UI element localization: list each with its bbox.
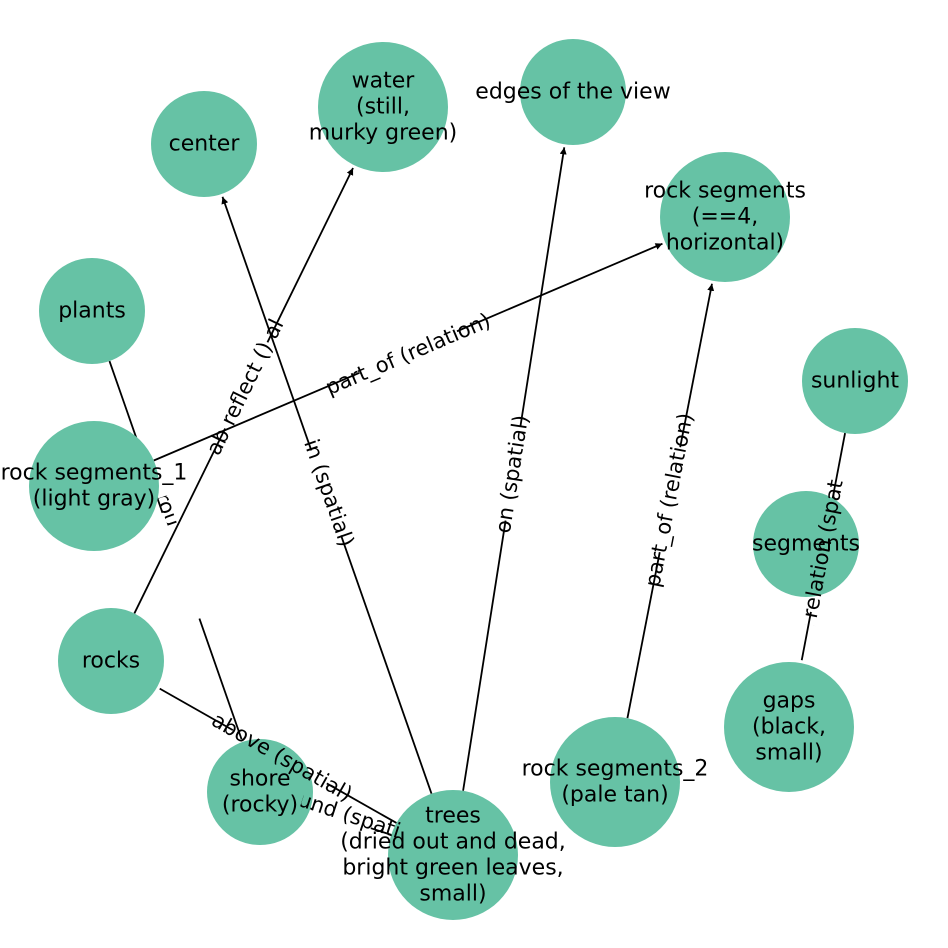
node-circle-edges xyxy=(520,39,626,145)
node-circle-rockseg2 xyxy=(550,717,680,847)
node-label-segments-line-0: segments xyxy=(752,532,860,557)
node-label-shore-line-0: shore xyxy=(230,767,291,792)
edge-rockseg2-rockseg-segment-start xyxy=(626,552,661,719)
node-label-sunlight-line-0: sunlight xyxy=(811,369,899,394)
node-circle-segments xyxy=(753,491,859,597)
edge-trees-shore-segment-start xyxy=(370,827,392,836)
edge-trees-rocks-segment-start xyxy=(326,782,397,824)
node-label-edges-line-0: edges of the view xyxy=(475,80,670,105)
node-label-gaps-line-1: (black, xyxy=(752,715,826,740)
node-label-rockseg2-line-0: rock segments_2 xyxy=(522,757,709,782)
node-label-rockseg1-line-0: rock segments_1 xyxy=(1,461,188,486)
node-label-water-line-0: water xyxy=(352,69,416,94)
node-circle-trees xyxy=(388,790,518,920)
node-trees: trees(dried out and dead,bright green le… xyxy=(340,790,566,920)
node-label-center-line-0: center xyxy=(169,132,241,157)
node-label-rockseg-line-0: rock segments xyxy=(644,179,806,204)
edge-trees-edges-segment-start xyxy=(462,520,507,791)
node-segments: segments xyxy=(752,491,860,597)
edge-plants-shore-segment-end xyxy=(198,618,243,740)
edge-trees-rocks-segment-end xyxy=(159,687,234,731)
node-circle-sunlight xyxy=(802,328,908,434)
edge-label-rocks-water: ab reflect () al xyxy=(202,315,289,459)
edges-layer xyxy=(108,147,846,836)
node-circle-rocks xyxy=(58,608,164,714)
node-circle-gaps xyxy=(724,662,854,792)
node-label-trees-line-0: trees xyxy=(425,804,481,829)
node-label-plants-line-0: plants xyxy=(58,299,126,324)
node-label-water-line-2: murky green) xyxy=(309,121,458,146)
node-shore: shore(rocky) xyxy=(207,739,313,845)
node-edges: edges of the view xyxy=(475,39,671,145)
node-circle-center xyxy=(151,91,257,197)
edge-sunlight-gaps-segment-start xyxy=(831,432,846,500)
node-gaps: gaps(black,small) xyxy=(724,662,854,792)
node-label-rockseg-line-1: (==4, xyxy=(692,205,758,230)
node-label-rockseg-line-2: horizontal) xyxy=(666,231,784,256)
node-label-gaps-line-0: gaps xyxy=(763,689,816,714)
node-label-trees-line-1: (dried out and dead, xyxy=(340,830,566,855)
node-rockseg2: rock segments_2(pale tan) xyxy=(522,717,709,847)
node-rockseg1: rock segments_1(light gray) xyxy=(1,421,188,551)
edge-trees-center-segment-end xyxy=(221,196,313,451)
edge-label-rockseg2-rockseg: part_of (relation) xyxy=(640,411,698,589)
node-center: center xyxy=(151,91,257,197)
node-circle-rockseg xyxy=(660,152,790,282)
node-label-water-line-1: (still, xyxy=(356,95,410,120)
node-rockseg: rock segments(==4,horizontal) xyxy=(644,152,806,282)
edge-rockseg1-rockseg-segment-end xyxy=(456,242,663,333)
node-sunlight: sunlight xyxy=(802,328,908,434)
node-label-gaps-line-2: small) xyxy=(755,741,822,766)
node-label-trees-line-2: bright green leaves, xyxy=(342,856,563,881)
node-circle-plants xyxy=(39,258,145,364)
node-label-rockseg1-line-1: (light gray) xyxy=(33,487,155,512)
node-circle-rockseg1 xyxy=(29,421,159,551)
edge-sunlight-gaps-segment-end xyxy=(800,611,812,661)
edge-rocks-water-segment-start xyxy=(133,428,226,614)
node-label-trees-line-3: small) xyxy=(419,882,486,907)
node-label-shore-line-1: (rocky) xyxy=(222,793,298,818)
edge-rockseg1-rockseg-segment-start xyxy=(153,371,360,462)
node-circle-water xyxy=(318,42,448,172)
node-label-rockseg2-line-1: (pale tan) xyxy=(561,783,668,808)
node-water: water(still,murky green) xyxy=(309,42,458,172)
node-circle-shore xyxy=(207,739,313,845)
edge-trees-center-segment-start xyxy=(340,535,433,794)
edge-label-trees-center: in (spatial) xyxy=(299,436,359,550)
edge-rockseg2-rockseg-segment-end xyxy=(679,283,715,448)
edge-label-trees-edges: on (spatial) xyxy=(491,413,533,534)
edge-label-rockseg1-rockseg: part_of (relation) xyxy=(322,308,495,400)
edge-trees-edges-segment-end xyxy=(519,147,567,426)
nodes-layer: center water(still,murky green) edges of t… xyxy=(1,39,908,920)
node-rocks: rocks xyxy=(58,608,164,714)
node-label-rocks-line-0: rocks xyxy=(82,649,140,674)
edge-rocks-water-segment-end xyxy=(266,167,354,343)
node-plants: plants xyxy=(39,258,145,364)
